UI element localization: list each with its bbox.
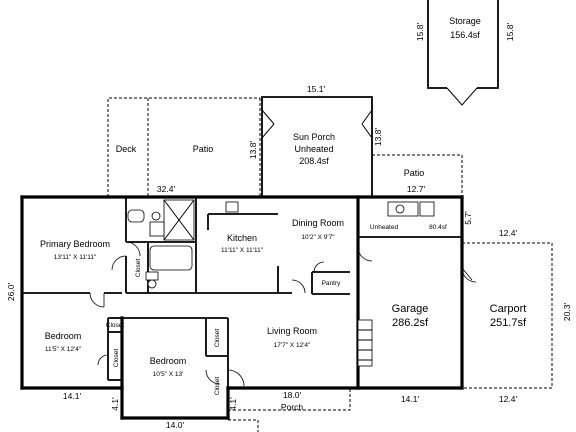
door-swings <box>89 241 477 387</box>
closet-tiny-label: Closet <box>106 322 125 329</box>
unheated-dim: 5.7' <box>463 211 473 225</box>
patio-right-label: Patio <box>404 168 425 178</box>
bottom-left-dim: 14.1' <box>63 391 82 401</box>
living-room-dims: 17'7" X 12'4" <box>274 342 311 349</box>
carport-dim-top: 12.4' <box>499 228 518 238</box>
sun-porch-walls <box>261 96 373 197</box>
deck-label: Deck <box>116 144 137 154</box>
patio-right-outline <box>372 154 463 197</box>
storage-building <box>427 0 499 106</box>
storage-dim-left: 15.8' <box>415 23 425 42</box>
sun-porch-dim-left: 13.8' <box>248 141 258 160</box>
porch-label: Porch <box>281 402 303 412</box>
bedroom-mid-dims: 10'5" X 13' <box>153 371 184 378</box>
left-lower-dim-1: 4.1' <box>110 397 120 411</box>
kitchen-dims: 11'11" X 11'11" <box>221 247 264 254</box>
sun-porch-dim-top: 15.1' <box>307 84 326 94</box>
overall-left-dim: 26.0' <box>6 283 16 302</box>
garage-area: 286.2sf <box>392 317 429 329</box>
carport-dim-bottom: 12.4' <box>499 394 518 404</box>
storage-area: 156.4sf <box>450 30 480 40</box>
carport-dim-right: 20.3' <box>562 303 572 322</box>
primary-bedroom-dims: 13'11" X 11'11" <box>54 254 97 261</box>
patio-right-dim: 12.7' <box>407 184 426 194</box>
pantry-label: Pantry <box>322 280 342 287</box>
patio-top-label: Patio <box>193 144 214 154</box>
unheated-label: Unheated <box>370 224 399 231</box>
fireplace <box>357 319 373 367</box>
porch-outline <box>228 388 351 411</box>
sun-porch-unheated: Unheated <box>294 144 333 154</box>
sun-porch-dim-right: 13.8' <box>373 128 383 147</box>
bottom-mid-dim: 14.0' <box>166 420 185 430</box>
walk-outline <box>228 419 259 432</box>
bedroom-mid-label: Bedroom <box>150 356 187 366</box>
unheated-area: 80.4sf <box>429 224 447 231</box>
deck-patio-outline <box>107 97 261 197</box>
garage-dim-bottom: 14.1' <box>401 394 420 404</box>
dining-room-dims: 10'2" X 9'7" <box>301 234 335 241</box>
overall-top-dim: 32.4' <box>157 184 176 194</box>
carport-area: 251.7sf <box>490 317 527 329</box>
bedroom-left-dims: 11'5" X 12'4" <box>45 346 82 353</box>
storage-label: Storage <box>449 16 481 26</box>
sun-porch-label: Sun Porch <box>293 132 335 142</box>
dining-room-label: Dining Room <box>292 218 344 228</box>
carport-outline <box>462 242 553 389</box>
porch-dim: 18.0' <box>283 390 302 400</box>
left-lower-dim-2: 4.1' <box>228 397 238 411</box>
bedroom-left-label: Bedroom <box>45 331 82 341</box>
garage-label: Garage <box>392 303 429 315</box>
sun-porch-area: 208.4sf <box>299 156 329 166</box>
bath-fixtures <box>127 199 435 289</box>
kitchen-label: Kitchen <box>227 233 257 243</box>
closet-primary-label: Closet <box>135 259 142 278</box>
interior-walls <box>22 197 462 388</box>
primary-bedroom-label: Primary Bedroom <box>40 239 110 249</box>
closet-bedroom-label: Closet <box>214 329 221 348</box>
carport-label: Carport <box>490 303 527 315</box>
storage-dim-right: 15.8' <box>505 23 515 42</box>
living-room-label: Living Room <box>267 326 317 336</box>
closet-left-label: Closet <box>113 349 120 368</box>
closet-bedroom-lower-label: Closet <box>214 377 221 396</box>
